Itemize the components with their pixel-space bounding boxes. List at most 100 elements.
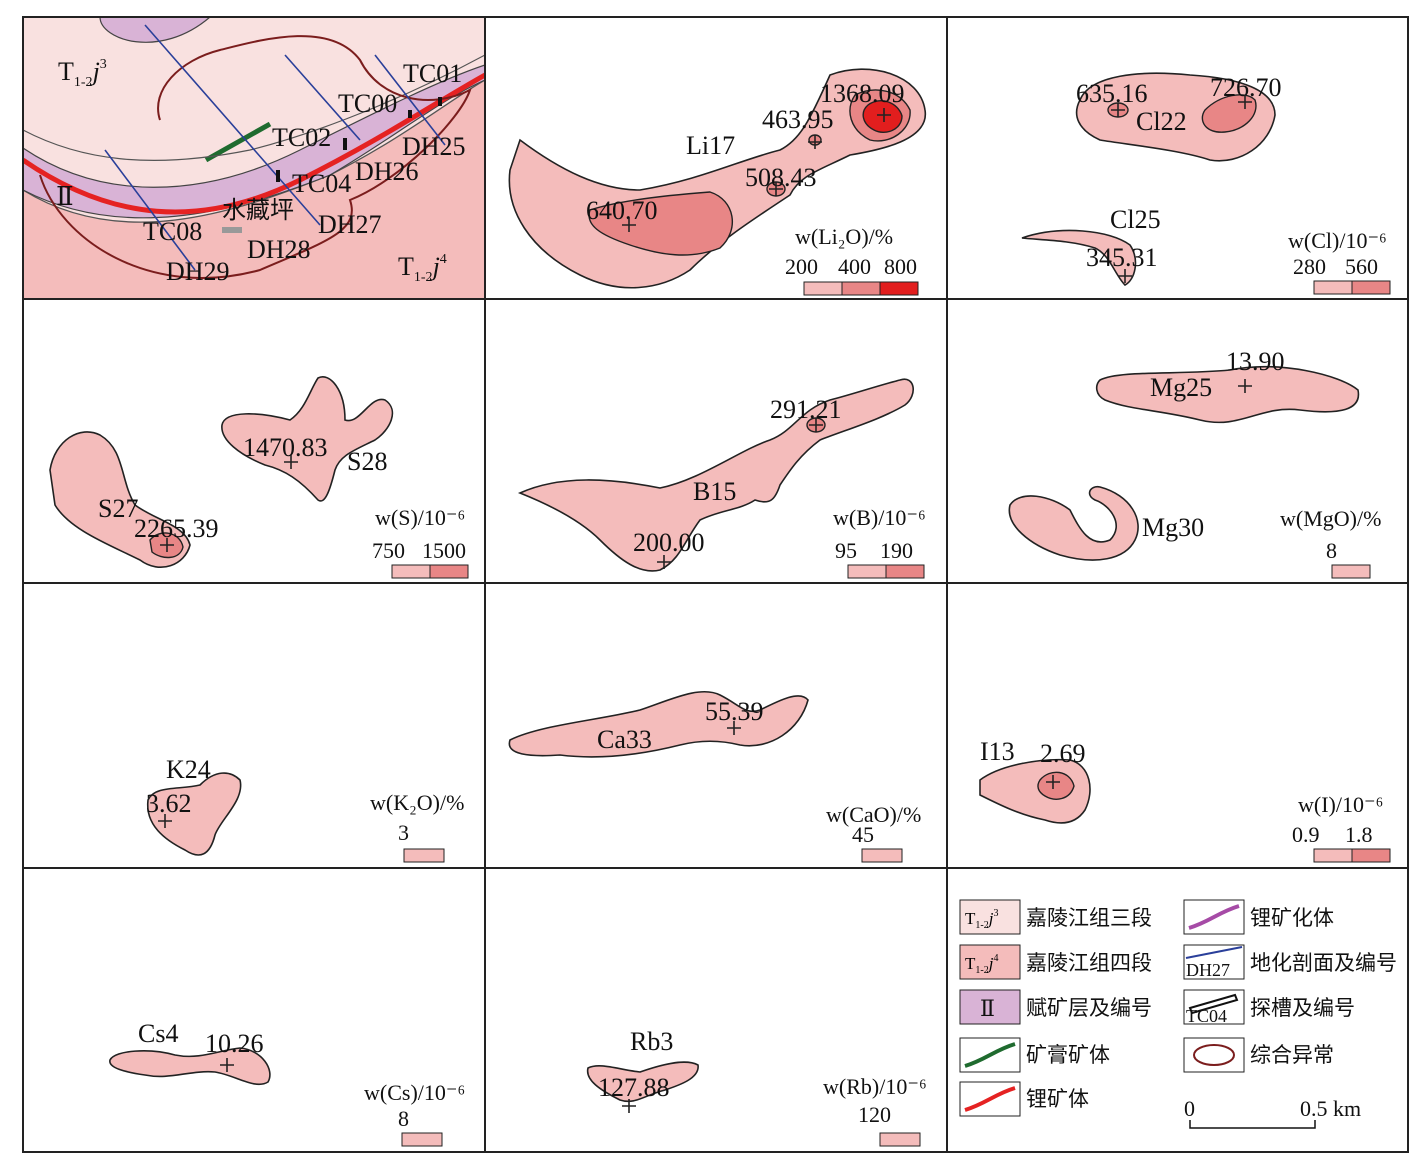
legend-swatch-low (803, 281, 843, 296)
legend-swatch-mid (1351, 848, 1391, 863)
section-label: DH26 (355, 157, 419, 186)
legend-break: 8 (1326, 538, 1337, 563)
peak-crosses (158, 95, 1252, 1113)
peak-value: 200.00 (633, 528, 705, 557)
legend-break: 1500 (422, 538, 466, 563)
anomaly-id: I13 (980, 737, 1015, 766)
panel-k2o: K24 3.62 w(K₂O)/% 3 (146, 755, 464, 863)
panel-b: 291.21 B15 200.00 w(B)/10⁻⁶ 95 190 (517, 378, 926, 579)
anomaly-id: Cl22 (1136, 107, 1187, 136)
legend-trench-label: 探槽及编号 (1250, 996, 1355, 1020)
peak-value: 2.69 (1040, 739, 1086, 768)
legend-unit: w(S)/10⁻⁶ (375, 505, 465, 530)
scale-end: 0.5 km (1300, 1096, 1361, 1121)
legend-unit: w(K₂O)/% (370, 790, 464, 815)
peak-value: 640.70 (586, 196, 658, 225)
ore-layer-top (99, 17, 211, 43)
legend-swatch-mid (885, 564, 925, 579)
legend-break: 3 (398, 820, 409, 845)
anomaly-id: Cl25 (1110, 205, 1161, 234)
legend-swatch-low (403, 848, 445, 863)
legend-break: 280 (1293, 254, 1326, 279)
anomaly-low (1008, 485, 1139, 561)
anomaly-id: Li17 (686, 131, 735, 160)
legend-box: T1-2j3 嘉陵江组三段 T1-2j4 嘉陵江组四段 Ⅱ 赋矿层及编号 矿膏矿… (959, 899, 1397, 1129)
mineralized-line-icon (1188, 904, 1240, 930)
legend-j4-label: 嘉陵江组四段 (1026, 951, 1152, 975)
anomaly-mid (588, 191, 734, 256)
lithium-line-icon (964, 1086, 1016, 1112)
j3-label: T1-2j3 (58, 57, 107, 90)
legend-trench-symbol: TC04 (1186, 1006, 1227, 1026)
panel-grid (22, 16, 1409, 1153)
legend-unit: w(I)/10⁻⁶ (1298, 792, 1383, 817)
legend-gypsum-label: 矿膏矿体 (1026, 1043, 1110, 1067)
legend-break: 0.9 (1292, 822, 1320, 847)
section-line-icon (1185, 946, 1243, 959)
legend-break: 190 (880, 538, 913, 563)
contact-line (23, 54, 485, 161)
integrated-anomaly-outline (39, 35, 472, 279)
legend-ore-layer-symbol: Ⅱ (980, 996, 995, 1021)
legend-lithium-label: 锂矿体 (1026, 1087, 1089, 1111)
trench-gray (222, 227, 242, 233)
anomaly-low (508, 690, 809, 758)
lithium-orebody-line (23, 72, 485, 215)
legend-j3-symbol: T1-2j3 (965, 908, 998, 931)
anomaly-low (586, 1061, 699, 1103)
trench-icon (1188, 993, 1239, 1015)
anomaly-low (49, 431, 191, 569)
anomaly-low (109, 1047, 271, 1086)
peak-value: 463.95 (762, 105, 834, 134)
panel-cl: 635.16 726.70 Cl22 Cl25 345.31 w(Cl)/10⁻… (1021, 72, 1391, 295)
legend-swatch-mid (1351, 280, 1391, 295)
legend-break: 8 (398, 1106, 409, 1131)
trenches (276, 97, 442, 182)
section-label: TC04 (292, 169, 351, 198)
anomaly-low (1075, 72, 1276, 162)
peak-value: 1470.83 (243, 433, 328, 462)
anomaly-mid (1201, 94, 1257, 133)
peak-value: 10.26 (205, 1029, 264, 1058)
anomaly-id: S27 (98, 494, 138, 523)
legend-swatch-mid (429, 564, 469, 579)
legend-ore-layer-label: 赋矿层及编号 (1026, 996, 1152, 1020)
peak-value: 2265.39 (134, 514, 219, 543)
gypsum-orebody-line (204, 121, 272, 163)
anomaly-low (1021, 229, 1137, 286)
legend-section-label: 地化剖面及编号 (1250, 951, 1397, 975)
legend-swatch-low (401, 1132, 443, 1147)
section-label: DH27 (318, 210, 382, 239)
scale-bar (1189, 1120, 1316, 1129)
peak-value: 635.16 (1076, 79, 1148, 108)
legend-break: 95 (835, 538, 857, 563)
anomaly-id: Cs4 (138, 1019, 178, 1048)
section-label: DH28 (247, 235, 311, 264)
inset-map: T1-2j3 T1-2j4 Ⅱ 水藏坪 TC01 TC00 TC02 TC04 … (23, 17, 485, 299)
section-label: DH29 (166, 257, 230, 286)
panel-rb: Rb3 127.88 w(Rb)/10⁻⁶ 120 (586, 1027, 927, 1147)
anomaly-low (1095, 365, 1360, 424)
panel-i: I13 2.69 w(I)/10⁻⁶ 0.9 1.8 (979, 737, 1391, 863)
legend-break: 750 (372, 538, 405, 563)
legend-swatch-low (861, 848, 903, 863)
section-label: TC02 (272, 123, 331, 152)
ore-layer-II (23, 64, 485, 219)
anomaly-id: Mg25 (1150, 373, 1212, 402)
gypsum-line-icon (964, 1042, 1016, 1068)
anomaly-id: Ca33 (597, 725, 652, 754)
zone-label: Ⅱ (56, 182, 74, 211)
anomaly-low (221, 376, 394, 502)
legend-break: 800 (884, 254, 917, 279)
geochem-sections (104, 24, 446, 271)
legend-break: 120 (858, 1102, 891, 1127)
panel-cs: Cs4 10.26 w(Cs)/10⁻⁶ 8 (109, 1019, 465, 1147)
legend-unit: w(Rb)/10⁻⁶ (823, 1074, 927, 1099)
legend-anomaly-label: 综合异常 (1250, 1043, 1334, 1067)
anomaly-id: S28 (347, 447, 387, 476)
section-label: DH25 (402, 132, 466, 161)
place-label: 水藏坪 (222, 196, 294, 224)
legend-swatch-low (847, 564, 887, 579)
peak-value: 127.88 (598, 1073, 670, 1102)
